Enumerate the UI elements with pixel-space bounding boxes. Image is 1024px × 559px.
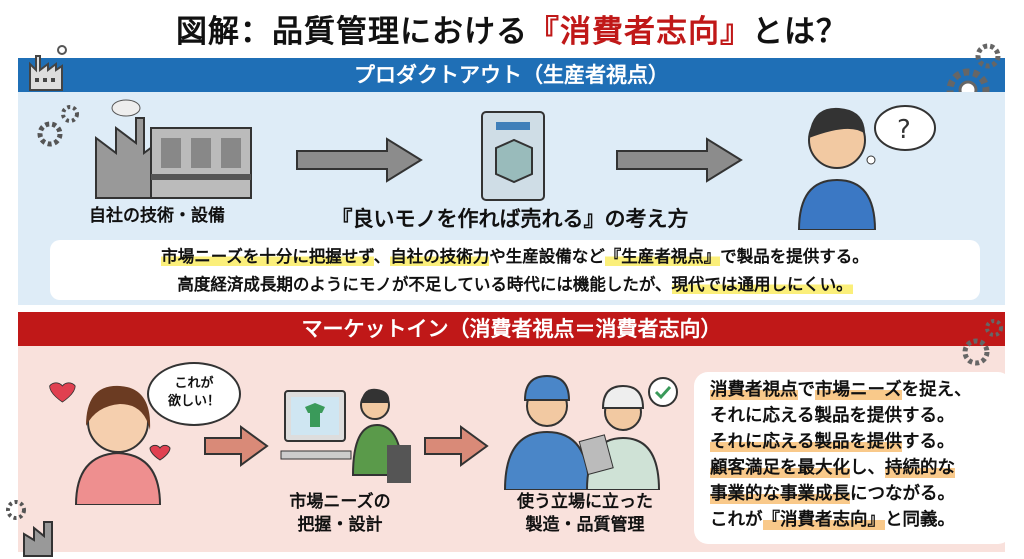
page-title: 図解：品質管理における『消費者志向』とは？: [0, 6, 1024, 51]
designer-at-computer-icon: [280, 388, 411, 483]
desc-text: それに応える製品を提供: [710, 432, 902, 452]
label-line: 使う立場に立った: [517, 492, 653, 512]
desc-text: や生産設備など: [489, 247, 605, 266]
product-out-description: 市場ニーズを十分に把握せず、自社の技術力や生産設備など『生産者視点』で製品を提供…: [50, 240, 980, 300]
desc-text: 『生産者視点』: [604, 247, 721, 266]
market-in-description: 消費者視点で市場ニーズを捉え、 それに応える製品を提供する。 それに応える製品を…: [694, 372, 1012, 544]
confused-person-icon: ?: [797, 105, 936, 230]
design-label: 市場ニーズの把握・設計: [270, 491, 410, 537]
factory-illustration: [37, 99, 252, 199]
factory-icon: [29, 45, 67, 91]
title-suffix: とは？: [752, 14, 848, 50]
desc-text: 高度経済成長期のようにモノが不足している時代には機能したが、: [177, 275, 672, 294]
bubble-text: 欲しい！: [167, 394, 220, 409]
label-line: 製造・品質管理: [525, 515, 645, 535]
desc-text: それに応える製品を提供する。: [710, 406, 955, 426]
desc-text: で製品を提供する。: [720, 247, 869, 266]
market-in-header: マーケットイン（消費者視点＝消費者志向）: [18, 312, 1005, 346]
desc-text: 『消費者志向』: [762, 510, 885, 530]
arrow-right-icon: [616, 137, 743, 183]
arrow-right-icon: [424, 425, 489, 467]
arrow-right-icon: [204, 425, 269, 467]
desc-text: 顧客満足を最大化: [710, 458, 850, 478]
concept-heading: 『良いモノを作れば売れる』の考え方: [331, 207, 689, 231]
desc-text: 事業的な事業成長: [710, 484, 850, 504]
arrow-right-icon: [296, 137, 423, 183]
desc-text: 消費者視点: [710, 380, 798, 400]
product-package-icon: [481, 111, 545, 201]
desc-text: と同義。: [885, 510, 955, 530]
title-prefix: 図解：品質管理における: [176, 14, 528, 50]
factory-icon: [6, 500, 53, 557]
workers-icon: [503, 374, 678, 490]
desc-text: 現代では通用しにくい。: [671, 275, 853, 294]
factory-label: 自社の技術・設備: [89, 206, 225, 226]
desc-text: し、: [850, 458, 885, 478]
gears-icon: [962, 319, 1003, 366]
consumer-woman-icon: [49, 382, 171, 505]
svg-text:?: ?: [897, 115, 911, 145]
desc-text: につながる。: [850, 484, 955, 504]
title-highlight: 『消費者志向』: [528, 14, 752, 50]
desc-text: を捉え、: [901, 380, 972, 400]
desc-text: 市場ニーズ: [815, 380, 902, 400]
desc-text: 、: [373, 247, 391, 266]
label-line: 把握・設計: [297, 515, 383, 535]
desc-text: で: [797, 380, 816, 400]
desc-text: する。: [901, 432, 955, 452]
desc-text: 持続的な: [885, 458, 955, 478]
bubble-text: これが: [174, 376, 214, 391]
speech-bubble: これが欲しい！: [147, 362, 241, 426]
product-out-header: プロダクトアウト（生産者視点）: [18, 58, 1005, 92]
desc-text: 自社の技術力: [390, 247, 490, 266]
manufacture-label: 使う立場に立った製造・品質管理: [490, 491, 680, 537]
desc-text: 市場ニーズを十分に把握せず: [161, 247, 374, 266]
desc-text: これが: [710, 510, 763, 530]
label-line: 市場ニーズの: [289, 492, 391, 512]
